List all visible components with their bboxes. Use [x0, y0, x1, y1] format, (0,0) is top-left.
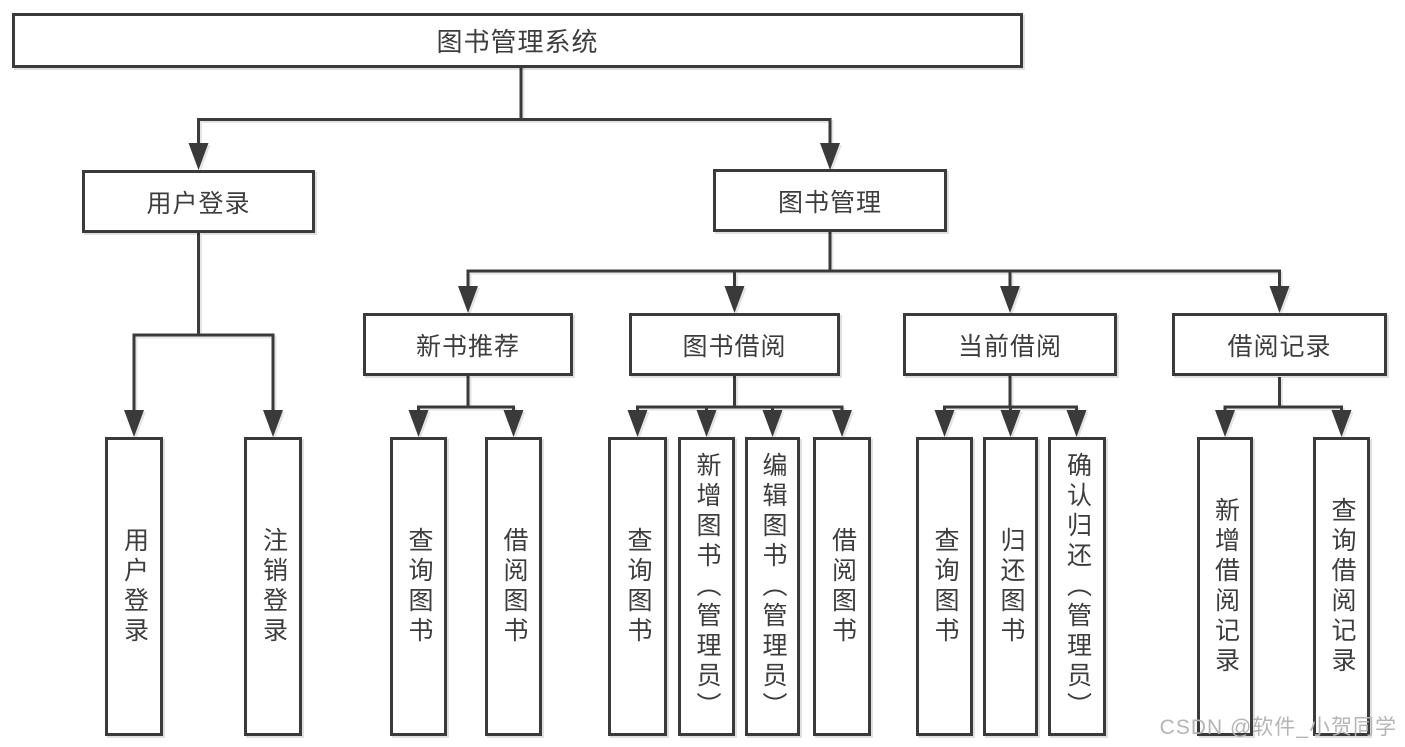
watermark-text: CSDN @软件_小贺同学 — [1159, 716, 1397, 739]
leaf-borrow-book: 借阅图书 — [813, 437, 871, 736]
leaf-add-borrow-record: 新增借阅记录 — [1197, 437, 1253, 736]
leaf-current-query-book: 查询图书 — [916, 437, 973, 736]
node-borrow-records: 借阅记录 — [1172, 313, 1387, 376]
leaf-user-login: 用户登录 — [105, 437, 163, 736]
leaf-recommend-query-book: 查询图书 — [390, 437, 447, 736]
node-user-login-branch: 用户登录 — [82, 170, 315, 233]
leaf-return-book: 归还图书 — [983, 437, 1038, 736]
node-new-book-recommend: 新书推荐 — [363, 313, 573, 376]
leaf-logout: 注销登录 — [244, 437, 302, 736]
node-book-management: 图书管理 — [713, 169, 947, 232]
leaf-borrow-query-book: 查询图书 — [608, 437, 667, 736]
node-root: 图书管理系统 — [12, 13, 1023, 68]
node-book-borrow: 图书借阅 — [629, 313, 840, 376]
leaf-query-borrow-record: 查询借阅记录 — [1313, 437, 1370, 736]
leaf-recommend-borrow-book: 借阅图书 — [485, 437, 542, 736]
leaf-edit-book-admin: 编辑图书（管理员） — [745, 437, 800, 736]
node-current-borrow: 当前借阅 — [903, 313, 1117, 376]
leaf-confirm-return-admin: 确认归还（管理员） — [1048, 437, 1106, 736]
leaf-add-book-admin: 新增图书（管理员） — [678, 437, 735, 736]
